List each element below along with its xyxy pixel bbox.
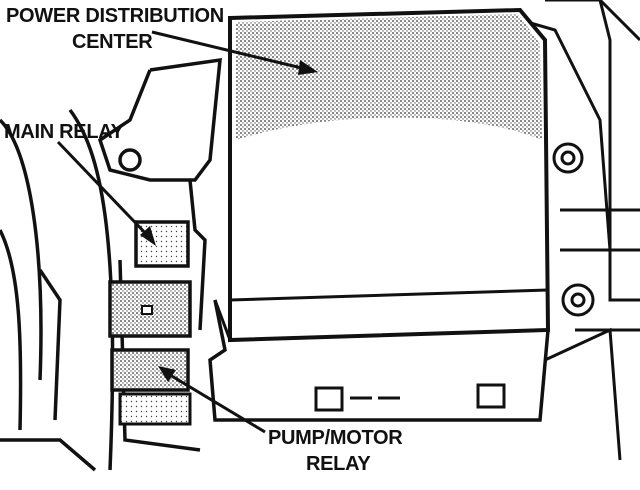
pump-motor-relay-arrowhead-icon <box>158 366 176 382</box>
pdc-leader-line <box>151 30 311 72</box>
main-relay <box>108 220 192 338</box>
label-power-distribution-center-line1: POWER DISTRIBUTION <box>6 5 224 27</box>
power-distribution-center-box <box>208 7 551 422</box>
pump-motor-relay <box>110 348 192 426</box>
main-relay-arrowhead-icon <box>140 226 156 246</box>
left-hose-assembly <box>0 108 115 472</box>
pump-motor-relay-leader-line <box>164 370 266 434</box>
arrowheads <box>140 60 318 382</box>
right-bracket-assembly <box>519 0 640 461</box>
label-main-relay: MAIN RELAY <box>4 121 125 143</box>
pdc-arrowhead-icon <box>298 60 318 75</box>
label-pump-motor-relay-line1: PUMP/MOTOR <box>268 427 403 449</box>
main-relay-leader-line <box>56 140 152 240</box>
leader-lines <box>56 30 311 434</box>
label-power-distribution-center-line2: CENTER <box>72 31 153 53</box>
label-pump-motor-relay-line2: RELAY <box>306 453 371 475</box>
bolt-icon <box>552 142 595 317</box>
